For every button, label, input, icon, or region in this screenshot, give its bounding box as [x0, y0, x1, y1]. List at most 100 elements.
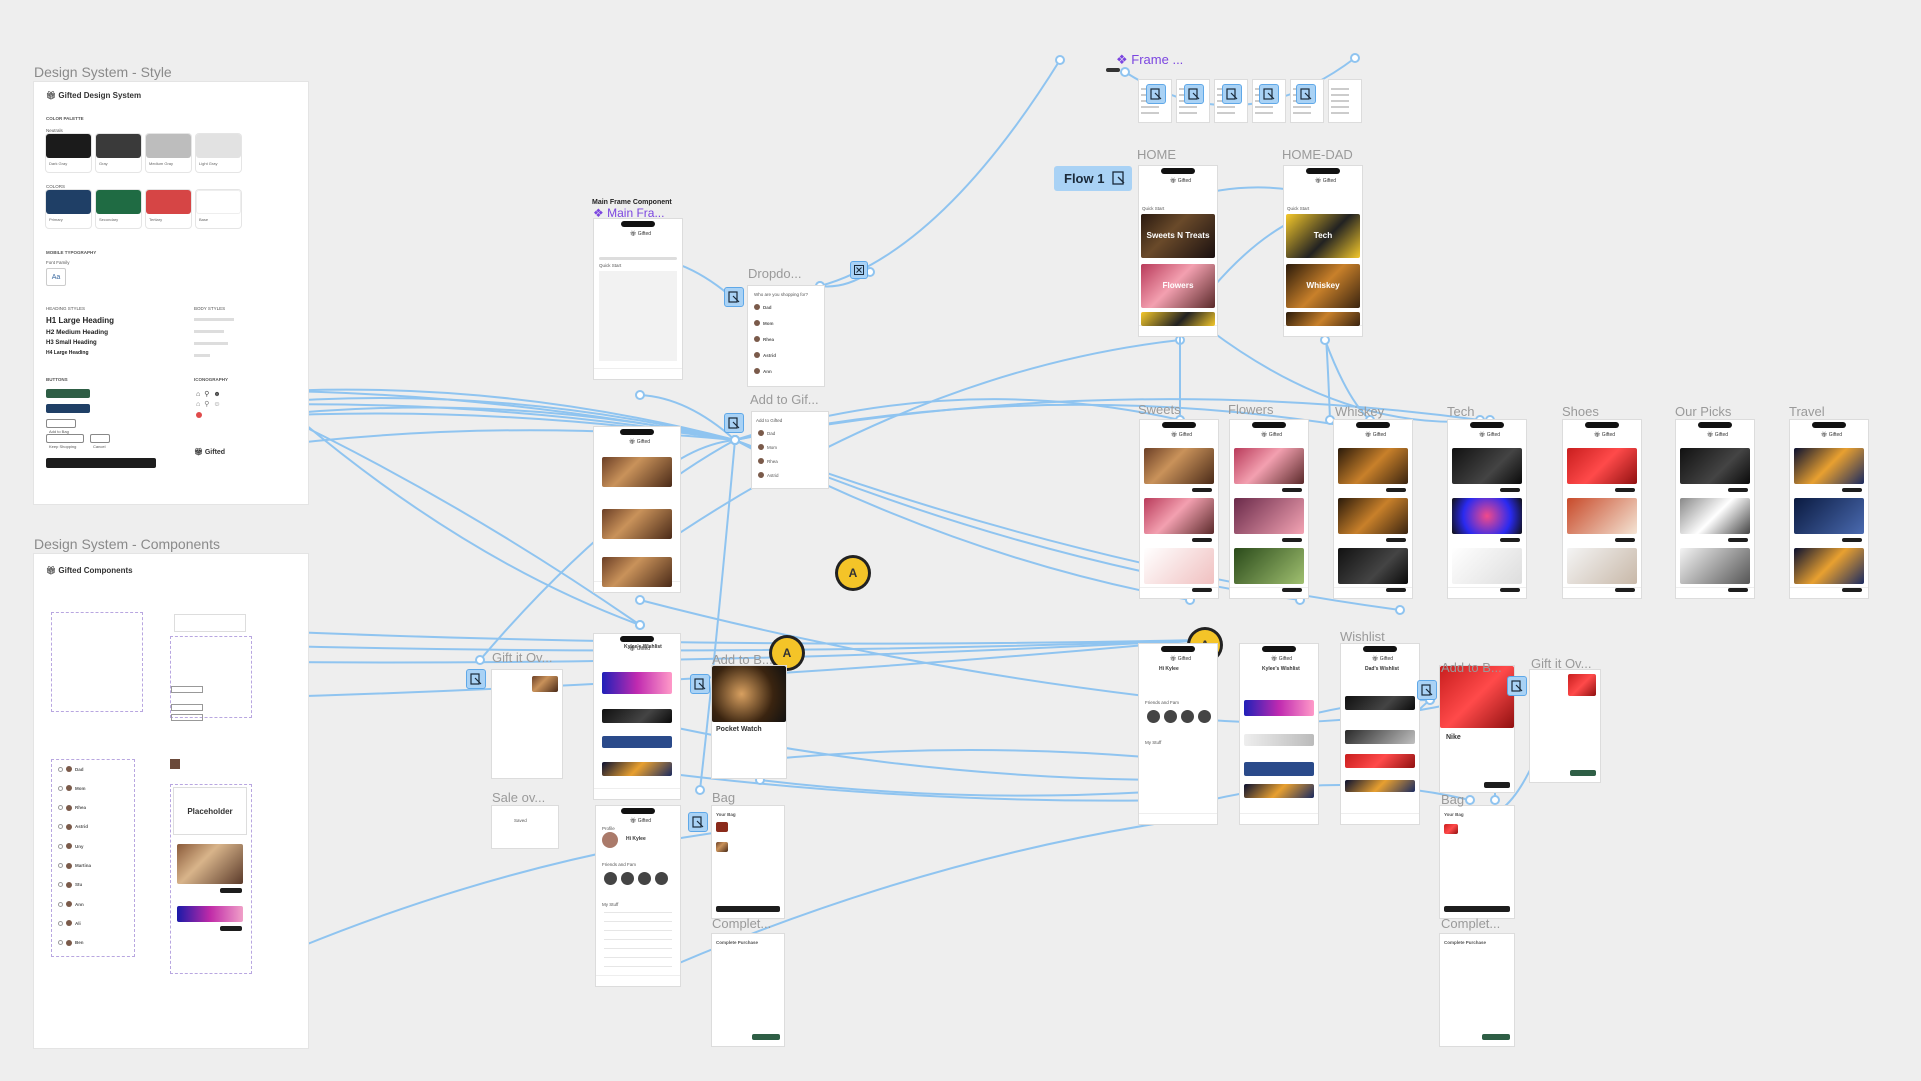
product-image[interactable] [1244, 762, 1314, 776]
product-image[interactable] [1345, 730, 1415, 744]
product-image[interactable] [602, 557, 672, 587]
flowers-category-screen[interactable]: 🎁︎ Gifted [1230, 420, 1308, 598]
prototype-interaction-icon[interactable] [1146, 84, 1166, 104]
product-image[interactable] [1680, 498, 1750, 534]
bag-screen[interactable]: Your Bag [712, 806, 784, 918]
friend-avatar[interactable] [655, 872, 668, 885]
product-image[interactable] [1345, 696, 1415, 710]
frame-label-our-picks[interactable]: Our Picks [1675, 404, 1732, 419]
bottom-tab-bar[interactable] [1448, 587, 1526, 598]
frame-label-tech[interactable]: Tech [1447, 404, 1475, 419]
product-image[interactable] [602, 457, 672, 487]
prototype-interaction-icon[interactable] [1222, 84, 1242, 104]
person-row[interactable]: Ben [58, 938, 130, 948]
gifted-person[interactable]: Dad [758, 428, 775, 438]
nike-add-to-bag-screen[interactable]: Nike [1440, 666, 1514, 792]
product-image[interactable] [1794, 448, 1864, 484]
prototype-interaction-icon[interactable] [1507, 676, 1527, 696]
product-image[interactable] [1452, 498, 1522, 534]
bottom-tab-bar[interactable] [1140, 587, 1218, 598]
friend-avatar[interactable] [638, 872, 651, 885]
frame-label-add-to-bag-2[interactable]: Add to B... [1441, 660, 1502, 675]
person-row[interactable]: Uny [58, 841, 130, 851]
product-image[interactable] [1338, 448, 1408, 484]
product-image[interactable] [716, 842, 728, 852]
product-image[interactable] [1567, 548, 1637, 584]
product-image[interactable] [1440, 666, 1514, 728]
friend-avatar[interactable] [1164, 710, 1177, 723]
dropdown-person[interactable]: Astrid [754, 350, 776, 360]
tech-category-screen[interactable]: 🎁︎ Gifted [1448, 420, 1526, 598]
sweets-category-screen[interactable]: 🎁︎ Gifted [1140, 420, 1218, 598]
product-image[interactable] [602, 736, 672, 748]
product-image[interactable] [1452, 448, 1522, 484]
friend-avatar[interactable] [621, 872, 634, 885]
frame-label-bag-2[interactable]: Bag [1441, 792, 1465, 807]
bottom-tab-bar[interactable] [1563, 587, 1641, 598]
frame-label-bag-1[interactable]: Bag [712, 790, 736, 805]
frame-label-whiskey[interactable]: Whiskey [1335, 404, 1385, 419]
person-row[interactable]: Dad [58, 764, 130, 774]
gifted-person[interactable]: Astrid [758, 470, 779, 480]
person-row[interactable]: Ann [58, 899, 130, 909]
prototype-interaction-icon[interactable] [1259, 84, 1279, 104]
frame-label-flowers[interactable]: Flowers [1228, 402, 1274, 417]
product-image[interactable] [1568, 674, 1596, 696]
complete-purchase-screen-2[interactable]: Complete Purchase [1440, 934, 1514, 1046]
product-image[interactable] [1794, 548, 1864, 584]
bottom-tab-bar[interactable] [1139, 813, 1217, 824]
complete-purchase-screen[interactable]: Complete Purchase [712, 934, 784, 1046]
frame-label-sale[interactable]: Sale ov... [492, 790, 546, 805]
bottom-tab-bar[interactable] [594, 788, 680, 799]
product-image[interactable] [1144, 548, 1214, 584]
travel-category-screen[interactable]: 🎁︎ Gifted [1790, 420, 1868, 598]
product-image[interactable] [1444, 824, 1458, 834]
prototype-interaction-icon[interactable] [1417, 680, 1437, 700]
product-image[interactable] [1345, 780, 1415, 792]
bag-screen-2[interactable]: Your Bag [1440, 806, 1514, 918]
dropdown-person[interactable]: Rhea [754, 334, 774, 344]
gifted-person[interactable]: Rhea [758, 456, 778, 466]
product-image[interactable] [1680, 548, 1750, 584]
prototype-interaction-icon[interactable] [688, 812, 708, 832]
product-image[interactable] [1244, 784, 1314, 798]
product-image[interactable] [1144, 498, 1214, 534]
person-row[interactable]: Ali [58, 918, 130, 928]
frame-label-home[interactable]: HOME [1137, 147, 1176, 162]
sweets-list-screen[interactable]: 🎁︎ Gifted [594, 427, 680, 592]
product-image[interactable] [1244, 700, 1314, 716]
bottom-tab-bar[interactable] [1240, 813, 1318, 824]
frame-label-dropdown[interactable]: Dropdo... [748, 266, 802, 281]
product-image[interactable] [716, 822, 728, 832]
bottom-tab-bar[interactable] [1676, 587, 1754, 598]
gift-it-over-overlay-2[interactable] [1530, 670, 1600, 782]
continue-shopping-button[interactable]: Continue Shopping [46, 389, 90, 403]
sale-overlay[interactable]: Saved [492, 806, 558, 848]
prototype-interaction-icon[interactable] [724, 287, 744, 307]
product-image[interactable] [532, 676, 558, 692]
product-image[interactable] [602, 672, 672, 694]
bottom-tab-bar[interactable] [1139, 325, 1217, 336]
product-image[interactable] [602, 762, 672, 776]
frame-label-gift-it-over-2[interactable]: Gift it Ov... [1531, 656, 1592, 671]
friend-avatar[interactable] [1181, 710, 1194, 723]
frame-label-travel[interactable]: Travel [1789, 404, 1825, 419]
whiskey-category-screen[interactable]: 🎁︎ Gifted [1334, 420, 1412, 598]
frame-label-sweets[interactable]: Sweets [1138, 402, 1181, 417]
person-row[interactable]: Mom [58, 783, 130, 793]
shoes-category-screen[interactable]: 🎁︎ Gifted [1563, 420, 1641, 598]
prototype-interaction-icon[interactable] [1184, 84, 1204, 104]
product-image[interactable] [602, 709, 672, 723]
frame-label-gift-it-over-1[interactable]: Gift it Ov... [492, 650, 553, 665]
bottom-tab-bar[interactable] [596, 975, 680, 986]
frame-label-home-dad[interactable]: HOME-DAD [1282, 147, 1353, 162]
close-overlay-icon[interactable] [850, 261, 868, 279]
person-row[interactable]: Martina [58, 861, 130, 871]
